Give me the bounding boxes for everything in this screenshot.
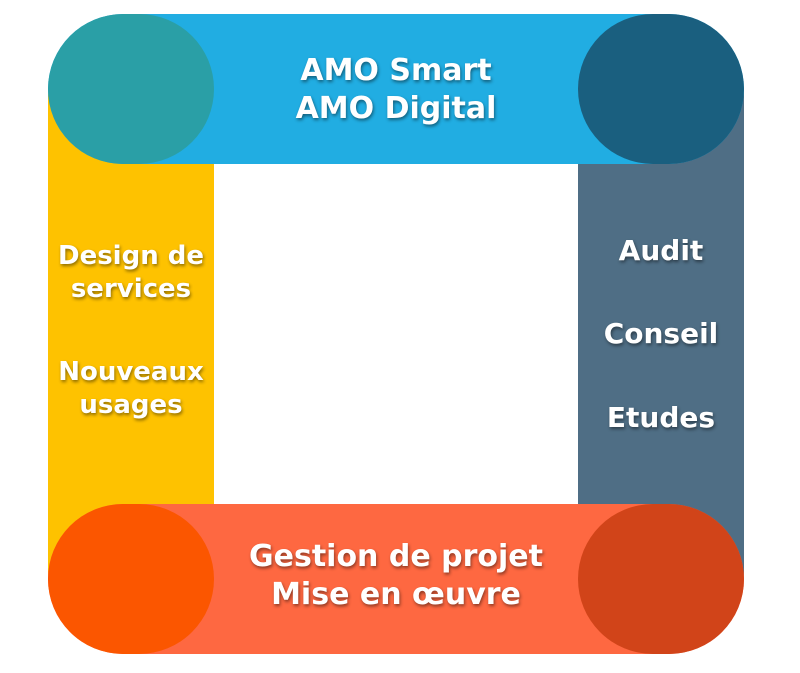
top-label-line2: AMO Digital (295, 90, 497, 126)
right-label-audit: Audit (618, 234, 704, 267)
top-label: AMO Smart AMO Digital (214, 52, 578, 127)
right-label-etudes: Etudes (606, 401, 716, 434)
left-label-nouveaux-usages: Nouveaux usages (48, 356, 214, 421)
left-label-2-line1: Nouveaux (58, 357, 204, 387)
bottom-label-line1: Gestion de projet (249, 539, 543, 574)
left-label-1-line1: Design de (57, 241, 205, 271)
right-label-conseil: Conseil (603, 317, 719, 350)
left-label-2-line2: usages (79, 389, 183, 420)
corner-top-left (48, 14, 214, 164)
corner-bottom-left (48, 504, 214, 654)
top-label-line1: AMO Smart (300, 53, 492, 88)
corner-bottom-right (578, 504, 744, 654)
left-label-1-line2: services (70, 273, 192, 304)
left-label-design-services: Design de services (48, 240, 214, 305)
corner-top-right (578, 14, 744, 164)
bottom-label: Gestion de projet Mise en œuvre (214, 538, 578, 613)
bottom-label-line2: Mise en œuvre (271, 576, 521, 612)
